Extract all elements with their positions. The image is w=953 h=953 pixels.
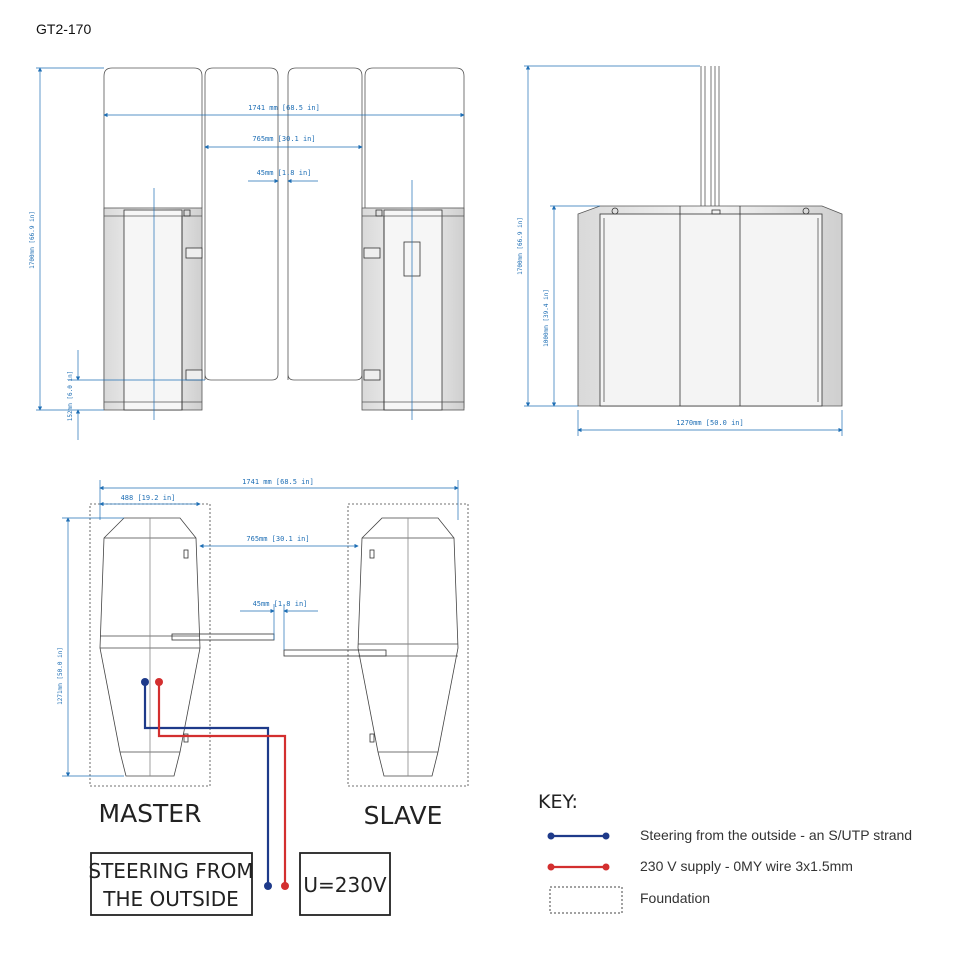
side-view-dimensions	[524, 65, 843, 436]
glass-panel-right-inner	[287, 67, 363, 381]
glass-panel-right-outer	[364, 67, 465, 408]
top-length-label: 1271mm [50.0 in]	[57, 647, 64, 705]
master-label: MASTER	[99, 799, 202, 828]
top-width-label: 1741 mm [68.5 in]	[242, 478, 314, 486]
slave-label: SLAVE	[364, 801, 443, 830]
front-height-label: 1700mm [66.9 in]	[29, 211, 36, 269]
front-gap-label: 45mm [1.8 in]	[257, 169, 312, 177]
key-foundation-swatch	[549, 886, 623, 914]
top-cabinet-width-label: 488 [19.2 in]	[121, 494, 176, 502]
steering-box-line1: STEERING FROM	[88, 859, 253, 883]
side-view	[577, 66, 843, 407]
steering-box-line2: THE OUTSIDE	[102, 887, 238, 911]
key-steering-swatch	[602, 832, 610, 840]
side-height-label: 1700mm [66.9 in]	[517, 217, 524, 275]
supply-voltage-label: U=230V	[303, 873, 387, 897]
front-width-label: 1741 mm [68.5 in]	[248, 104, 320, 112]
steering-from-outside-box	[90, 852, 253, 916]
steering-wire-terminal-top	[141, 678, 149, 686]
slave-foundation	[347, 503, 469, 787]
supply-wire-terminal-top	[155, 678, 163, 686]
supply-voltage-box	[299, 852, 391, 916]
front-base-label: 152mm [6.0 in]	[67, 371, 74, 422]
side-cabinet-height-label: 1000mm [39.4 in]	[543, 289, 550, 347]
key-title: KEY:	[538, 791, 578, 813]
side-length-label: 1270mm [50.0 in]	[676, 419, 743, 427]
key-legend: KEY: Steering from the outside - an S/UT…	[538, 791, 912, 914]
supply-wire-terminal-bottom	[281, 882, 289, 890]
wiring	[143, 682, 287, 886]
steering-wire	[143, 682, 270, 886]
key-item-steering: Steering from the outside - an S/UTP str…	[640, 827, 912, 843]
top-view-dimensions	[62, 480, 459, 777]
front-view	[103, 67, 465, 411]
top-gap-label: 45mm [1.8 in]	[253, 600, 308, 608]
glass-panel-left-outer	[103, 67, 203, 408]
top-view	[89, 503, 469, 787]
steering-wire-terminal-bottom	[264, 882, 272, 890]
front-view-dimensions	[36, 67, 465, 440]
glass-panel-left-inner	[204, 67, 279, 381]
top-passage-label: 765mm [30.1 in]	[246, 535, 309, 543]
key-supply-swatch	[602, 863, 610, 871]
supply-wire	[157, 682, 287, 886]
front-passage-label: 765mm [30.1 in]	[252, 135, 315, 143]
key-item-supply: 230 V supply - 0MY wire 3x1.5mm	[640, 858, 853, 874]
key-item-foundation: Foundation	[640, 890, 710, 906]
drawing-title: GT2-170	[36, 21, 91, 37]
